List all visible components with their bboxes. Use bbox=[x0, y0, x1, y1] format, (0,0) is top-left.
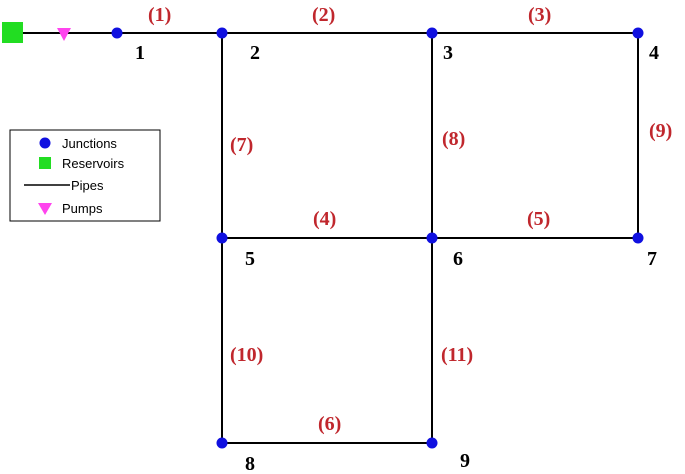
pipe-label-3: (3) bbox=[528, 4, 551, 26]
junction-8 bbox=[216, 437, 228, 449]
legend-pipes-label: Pipes bbox=[71, 178, 104, 193]
junction-7 bbox=[632, 232, 644, 244]
reservoir-icon bbox=[2, 22, 23, 43]
legend-junctions-label: Junctions bbox=[62, 136, 117, 151]
pipes bbox=[22, 32, 639, 444]
junction-4 bbox=[632, 27, 644, 39]
legend: Junctions Reservoirs Pipes Pumps bbox=[9, 129, 161, 222]
pipe-label-2: (2) bbox=[312, 4, 335, 26]
junction-9 bbox=[426, 437, 438, 449]
legend-pump-icon bbox=[38, 203, 52, 215]
pipe-label-5: (5) bbox=[527, 208, 550, 230]
pipe-label-11: (11) bbox=[441, 344, 473, 366]
legend-pumps-label: Pumps bbox=[62, 201, 103, 216]
pipe-label-10: (10) bbox=[230, 344, 263, 366]
junction-2 bbox=[216, 27, 228, 39]
pipe-label-6: (6) bbox=[318, 413, 341, 435]
junction-5 bbox=[216, 232, 228, 244]
node-label-7: 7 bbox=[647, 248, 657, 270]
node-label-8: 8 bbox=[245, 453, 255, 474]
pipe-label-1: (1) bbox=[148, 4, 171, 26]
junction-1 bbox=[111, 27, 123, 39]
node-labels: 1 2 3 4 5 6 7 8 9 bbox=[135, 42, 659, 474]
pipe-label-4: (4) bbox=[313, 208, 336, 230]
node-label-2: 2 bbox=[250, 42, 260, 64]
node-label-6: 6 bbox=[453, 248, 463, 270]
junction-6 bbox=[426, 232, 438, 244]
legend-reservoirs-label: Reservoirs bbox=[62, 156, 125, 171]
pipe-labels: (1) (2) (3) (4) (5) (6) (7) (8) (9) (10)… bbox=[148, 4, 672, 435]
pipe-label-9: (9) bbox=[649, 120, 672, 142]
node-label-5: 5 bbox=[245, 248, 255, 270]
legend-box bbox=[9, 129, 161, 222]
node-label-9: 9 bbox=[460, 450, 470, 472]
legend-reservoir-icon bbox=[39, 157, 51, 169]
junction-3 bbox=[426, 27, 438, 39]
pump-icon bbox=[57, 28, 71, 41]
pipe-label-7: (7) bbox=[230, 134, 253, 156]
node-label-4: 4 bbox=[649, 42, 659, 64]
node-label-1: 1 bbox=[135, 42, 145, 64]
junctions bbox=[111, 27, 644, 449]
node-label-3: 3 bbox=[443, 42, 453, 64]
legend-junction-icon bbox=[39, 137, 51, 149]
pipe-label-8: (8) bbox=[442, 128, 465, 150]
